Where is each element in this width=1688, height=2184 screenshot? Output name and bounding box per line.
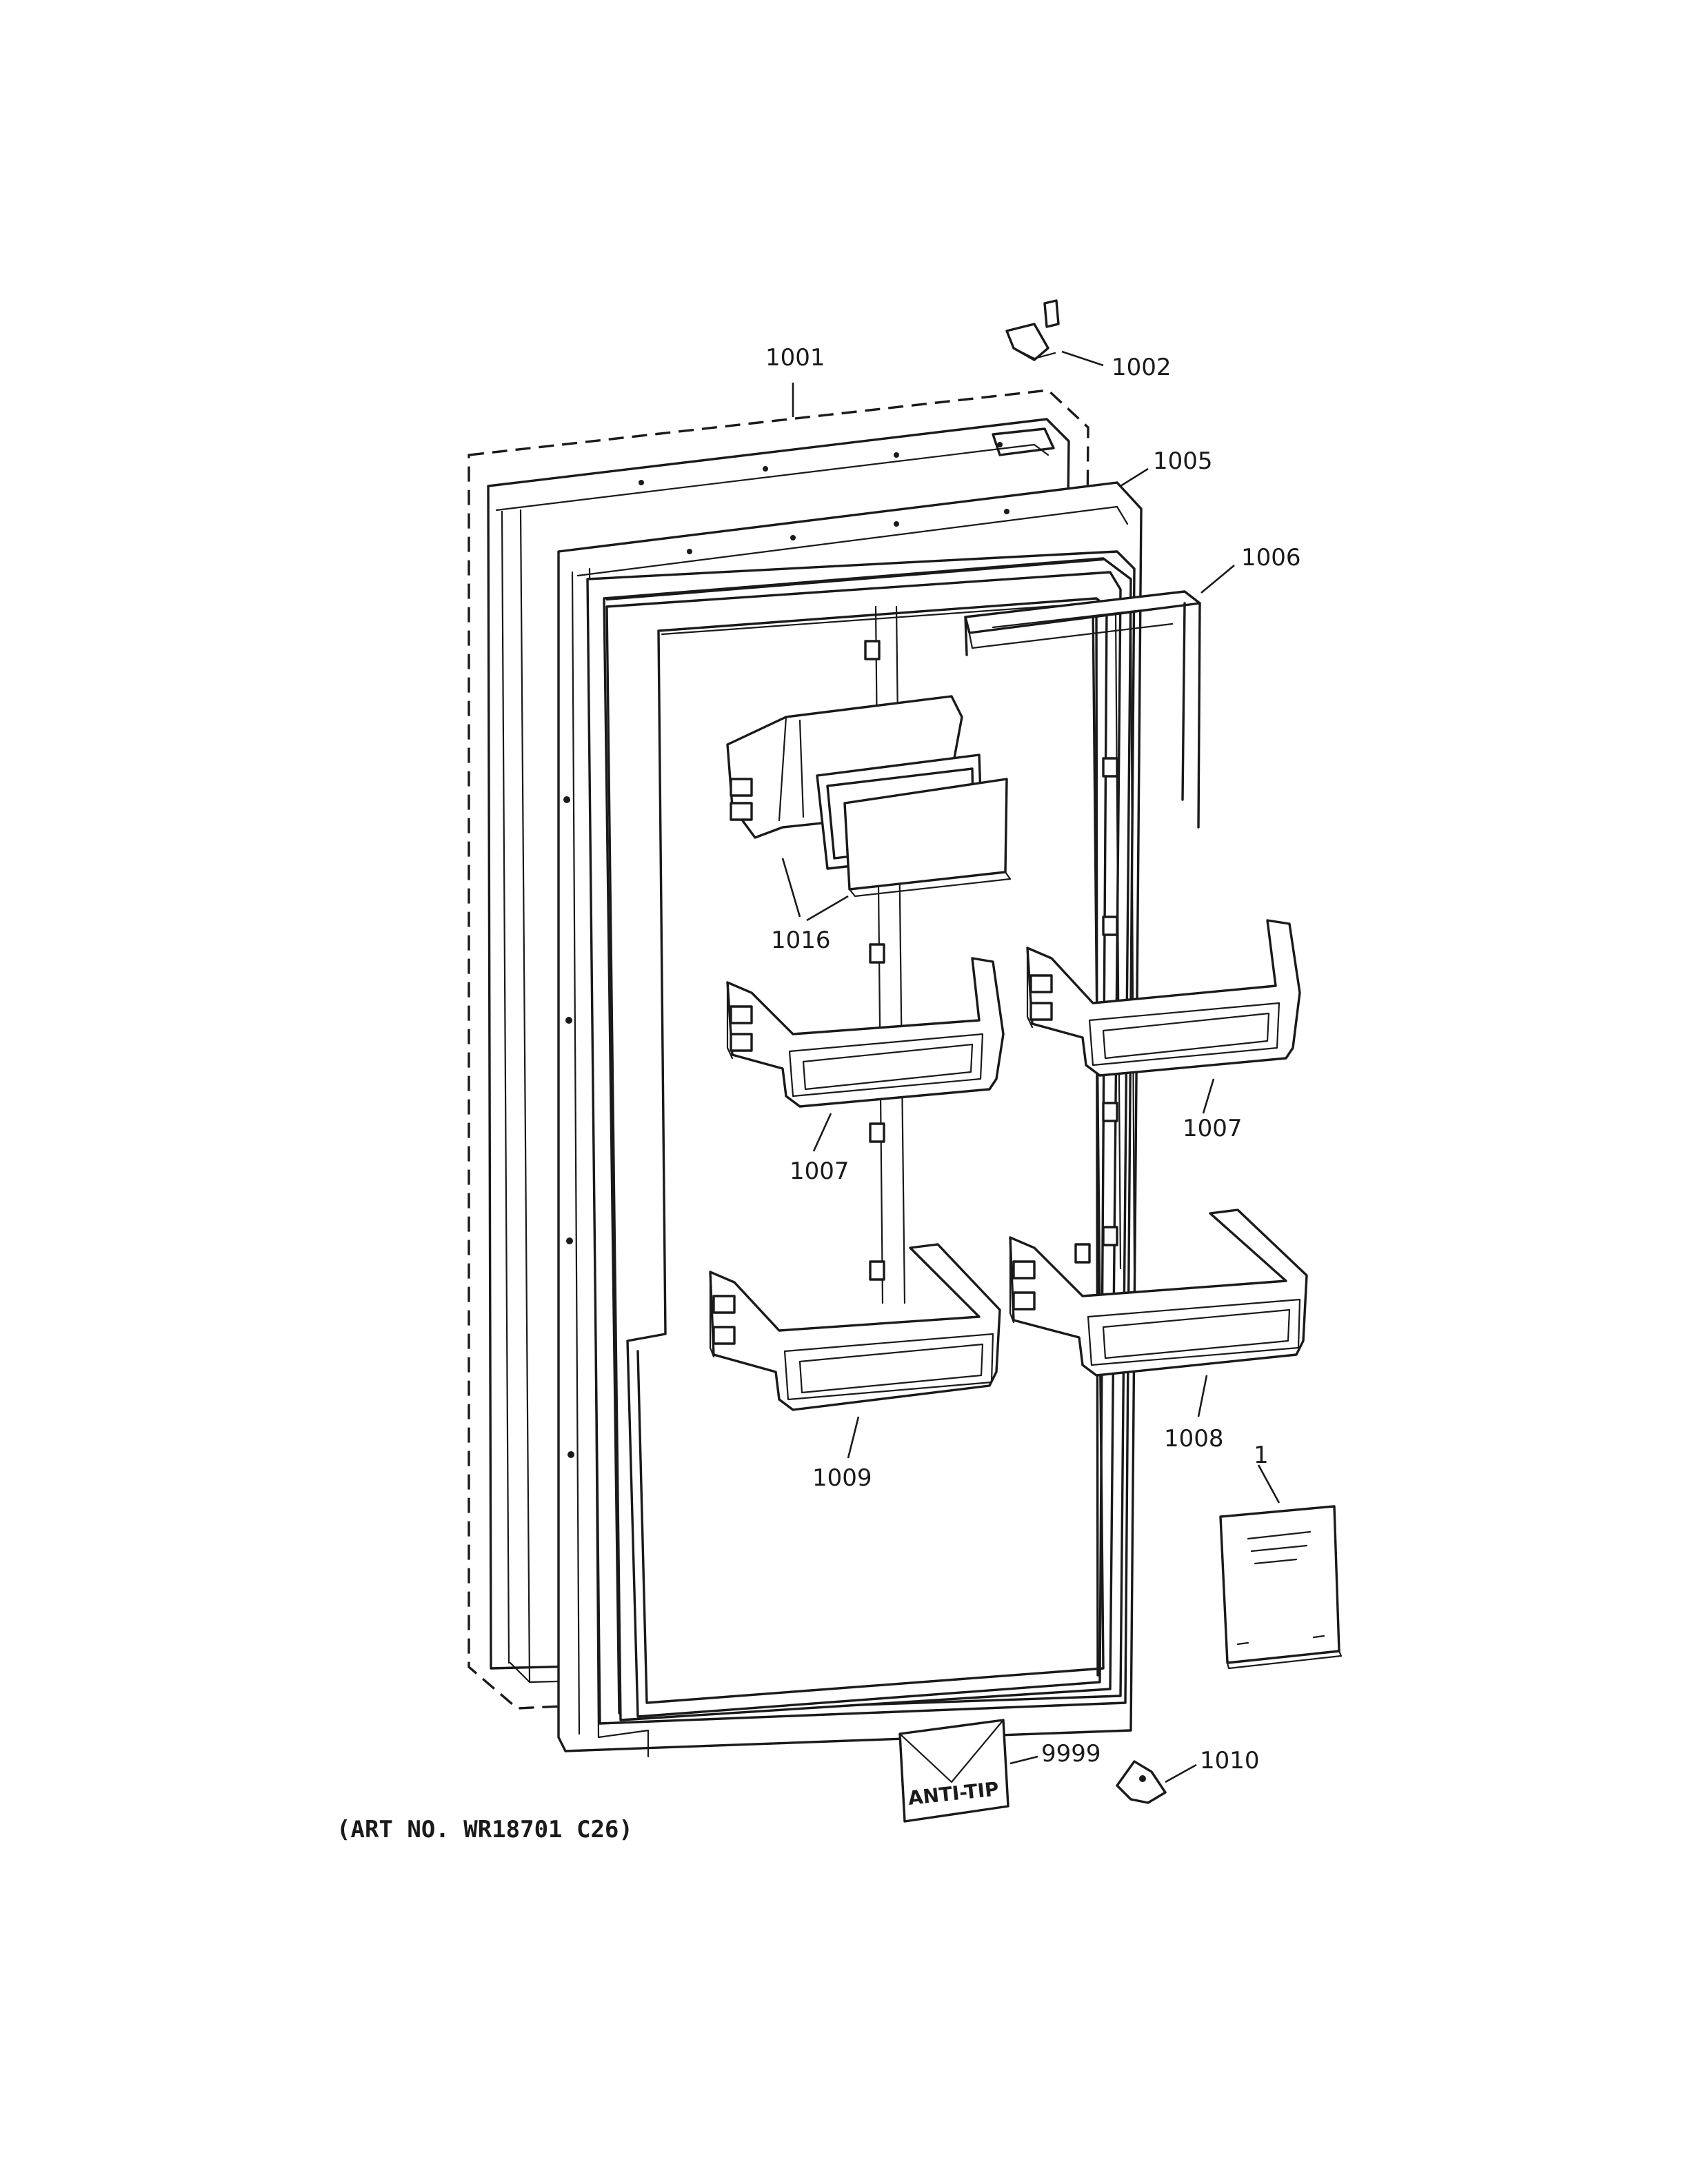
callout-1007-right: 1007: [1183, 1115, 1243, 1142]
callout-1007-left: 1007: [790, 1157, 850, 1185]
owner-manual-1: [1219, 1505, 1343, 1670]
callout-1: 1: [1254, 1442, 1269, 1469]
callout-1016: 1016: [771, 927, 831, 954]
callout-leaders: [781, 350, 1280, 1783]
callout-1002: 1002: [1112, 354, 1172, 381]
callout-1009: 1009: [812, 1464, 872, 1492]
door-bin-1008: [1009, 1209, 1308, 1377]
callout-1008: 1008: [1164, 1425, 1224, 1453]
door-gasket-1006: [964, 590, 1201, 829]
bracket-1010: [1116, 1760, 1167, 1804]
door-bin-1007-right: [1026, 919, 1301, 1077]
door-bin-1007-left: [726, 957, 1005, 1108]
callout-1005: 1005: [1153, 447, 1213, 475]
callout-1006: 1006: [1241, 544, 1301, 572]
callout-labels: 1001 1002 1005 1006 1016 1007 1007 1009 …: [765, 344, 1301, 1775]
art-number-caption: (ART NO. WR18701 C26): [336, 1816, 633, 1843]
door-bin-1009: [709, 1243, 1001, 1411]
hinge-1002: [1005, 299, 1060, 361]
callout-1001: 1001: [765, 344, 825, 372]
callout-1010: 1010: [1200, 1747, 1260, 1775]
callout-9999: 9999: [1041, 1740, 1101, 1768]
dairy-compartment-1016: [726, 695, 1012, 898]
anti-tip-envelope-9999: ANTI-TIP: [898, 1719, 1009, 1823]
